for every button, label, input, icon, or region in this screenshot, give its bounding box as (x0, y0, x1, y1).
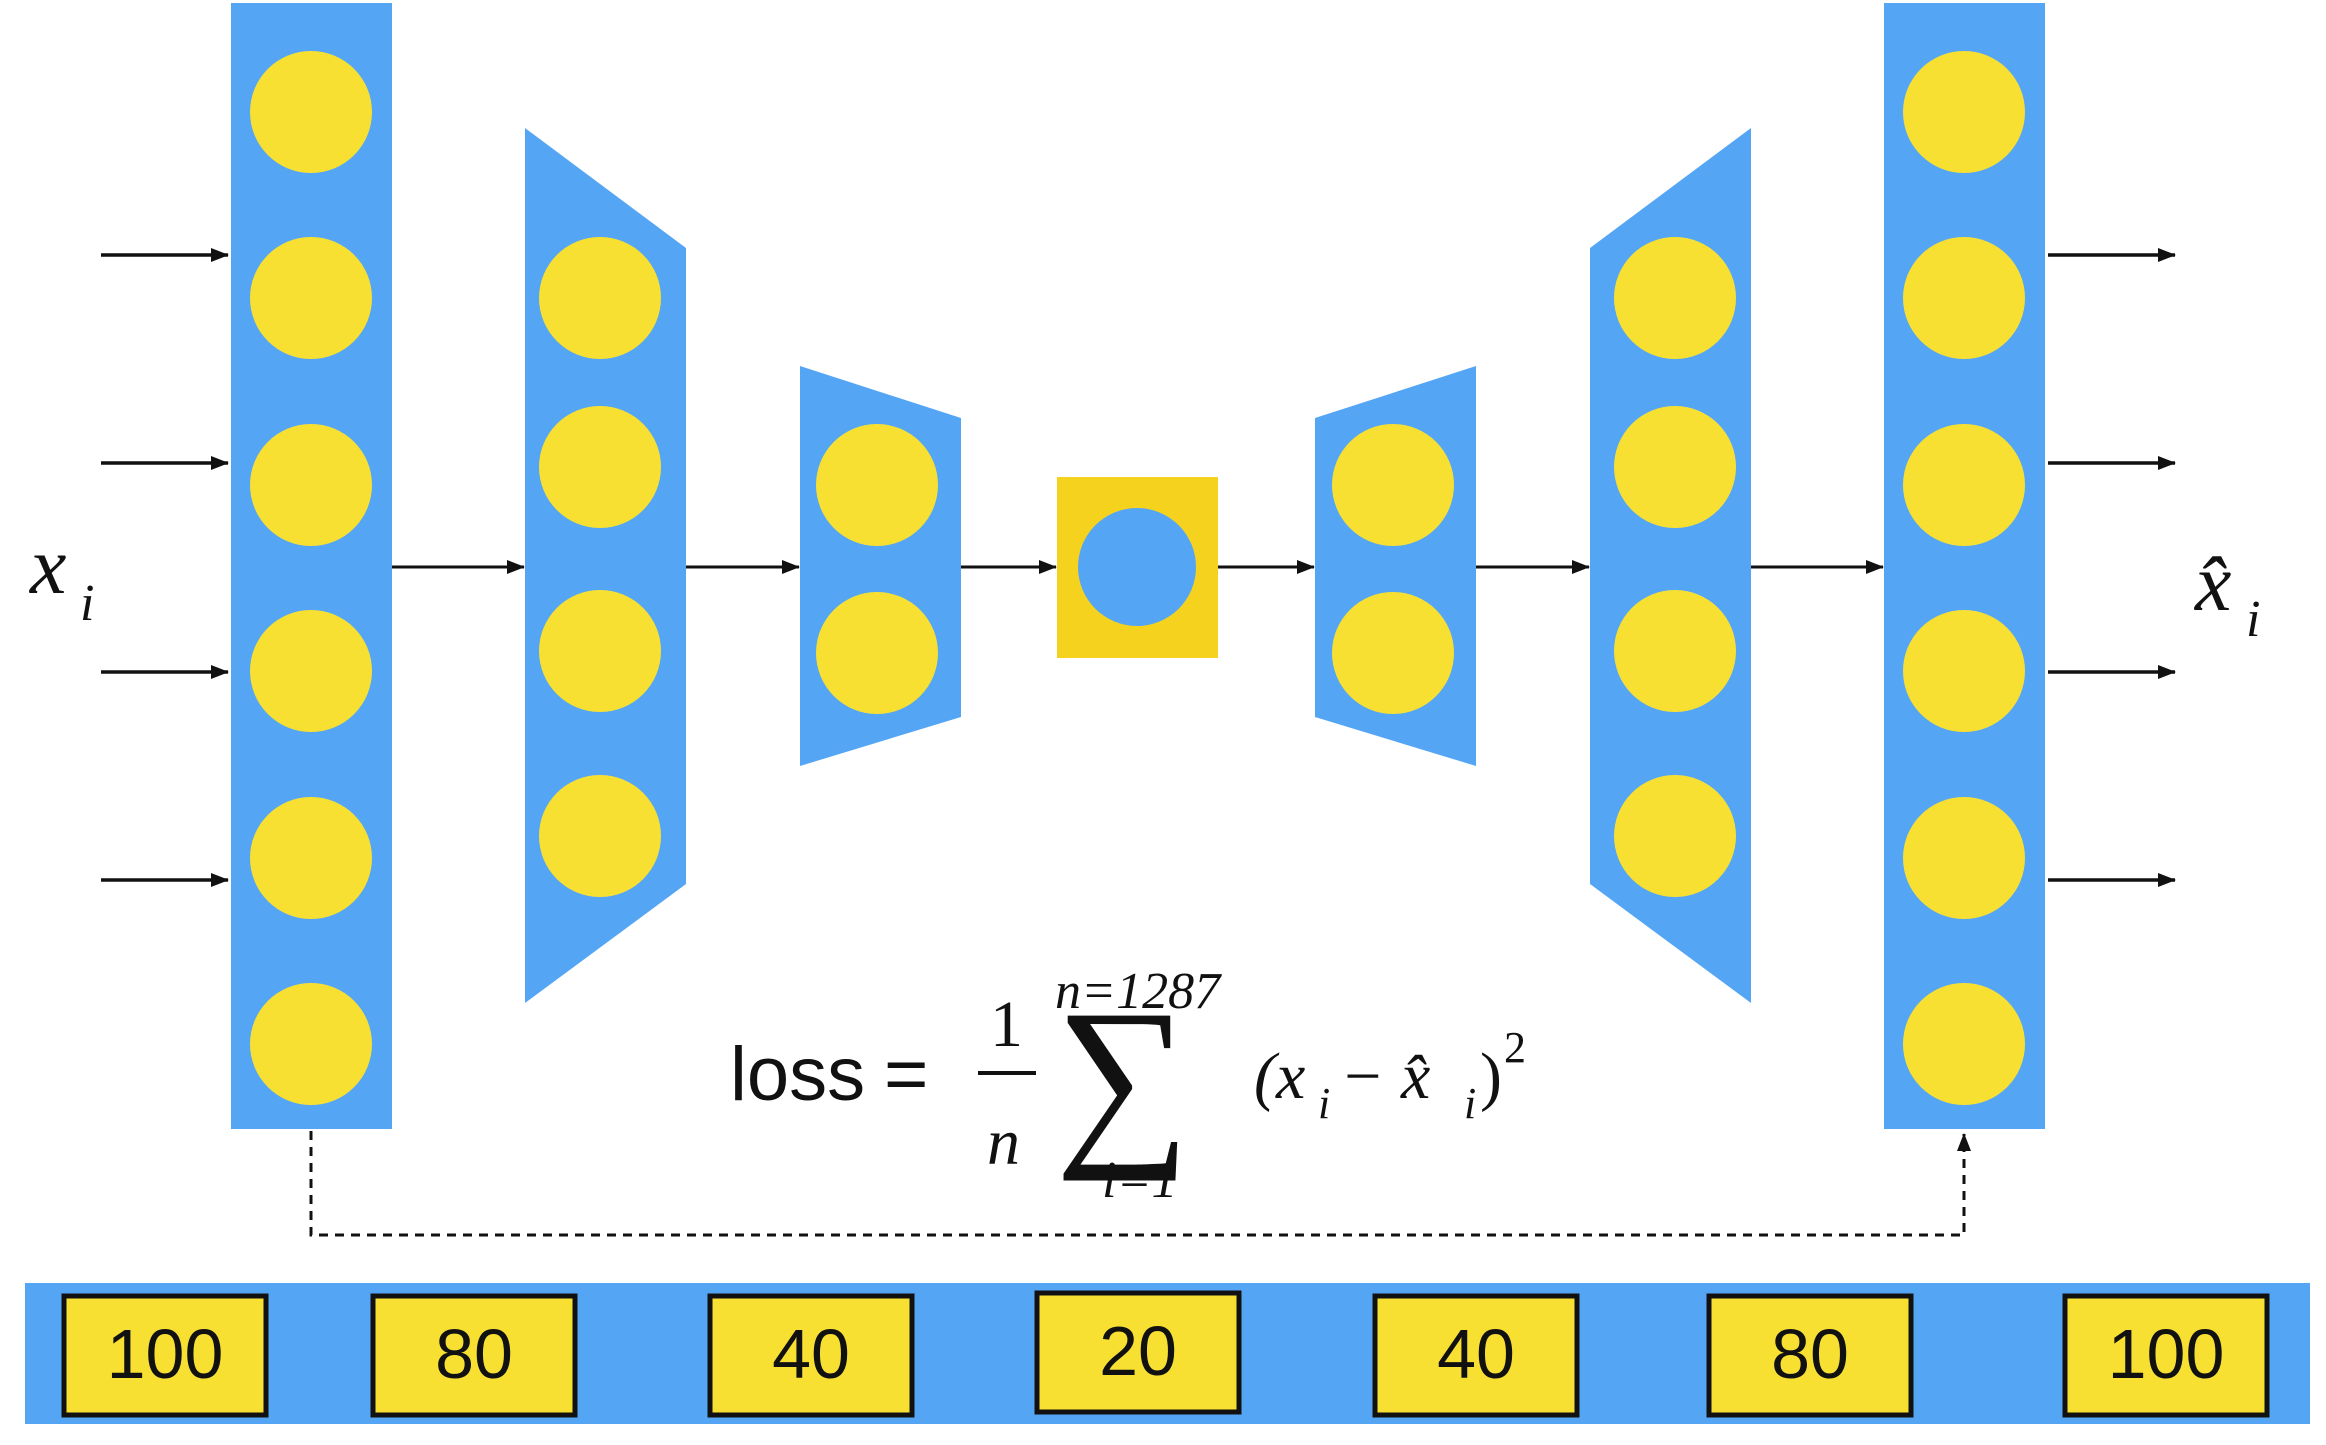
summand-sub1: i (1318, 1079, 1330, 1128)
latent-node (1078, 508, 1196, 626)
size-box (61, 1293, 269, 1418)
size-box-input: 100 (61, 1293, 269, 1418)
summand-open: (x (1254, 1040, 1305, 1113)
output-layer (1884, 3, 2045, 1129)
input-arrows (101, 248, 229, 887)
fraction-numerator: 1 (990, 988, 1023, 1061)
lower-limit: i=1 (1102, 1152, 1178, 1209)
decoder-layer-40 (1315, 366, 1476, 766)
output-label-sub: i (2246, 591, 2260, 648)
summand-exponent: 2 (1504, 1023, 1526, 1072)
input-node (250, 610, 372, 732)
loss-word: loss (730, 1032, 865, 1117)
size-value: 40 (1437, 1315, 1515, 1393)
output-node (1903, 51, 2025, 173)
size-value: 100 (107, 1315, 224, 1393)
summand-minus: − x̂ (1340, 1040, 1430, 1113)
size-box (1706, 1293, 1914, 1418)
loss-formula: loss = 1 n ∑ n=1287 i=1 (x i − x̂ i ) 2 (730, 963, 1526, 1209)
input-node (250, 237, 372, 359)
latent-layer (1057, 477, 1218, 658)
input-node (250, 51, 372, 173)
input-layer-bar (231, 3, 392, 1129)
output-node (1903, 424, 2025, 546)
size-box-decoder-2: 80 (1706, 1293, 1914, 1418)
encoder-node (816, 592, 938, 714)
decoder-node (1332, 424, 1454, 546)
encoder-node (816, 424, 938, 546)
size-box (1034, 1290, 1242, 1415)
encoder-layer-40 (800, 366, 961, 766)
input-label: x i (29, 520, 94, 632)
size-box (707, 1293, 915, 1418)
output-label-xhat: x̂ (2194, 537, 2231, 628)
decoder-node (1614, 775, 1736, 897)
upper-limit: n=1287 (1055, 963, 1222, 1020)
loss-equals: = (884, 1032, 928, 1117)
dashed-arrow (309, 1131, 1971, 1237)
size-box-encoder-1: 80 (370, 1293, 578, 1418)
size-box (370, 1293, 578, 1418)
size-box-latent: 20 (1034, 1290, 1242, 1415)
encoder-node (539, 590, 661, 712)
encoder-node (539, 237, 661, 359)
size-box-encoder-2: 40 (707, 1293, 915, 1418)
size-value: 40 (772, 1315, 850, 1393)
decoder-node (1614, 406, 1736, 528)
sigma: ∑ (1055, 972, 1190, 1182)
size-value: 80 (435, 1315, 513, 1393)
decoder-node (1614, 590, 1736, 712)
layer-size-strip: 100 80 40 20 40 80 100 (25, 1283, 2310, 1424)
input-layer (231, 3, 392, 1129)
encoder-node (539, 406, 661, 528)
output-node (1903, 237, 2025, 359)
input-label-x: x (29, 520, 66, 611)
decoder-layer-80 (1590, 128, 1751, 1003)
input-node (250, 797, 372, 919)
input-node (250, 424, 372, 546)
size-box (1372, 1293, 1580, 1418)
input-node (250, 983, 372, 1105)
output-node (1903, 610, 2025, 732)
decoder-node (1614, 237, 1736, 359)
output-label: x̂ i (2194, 537, 2260, 648)
output-node (1903, 983, 2025, 1105)
summand-close: ) (1480, 1040, 1502, 1113)
size-value: 80 (1771, 1315, 1849, 1393)
size-box-decoder-1: 40 (1372, 1293, 1580, 1418)
size-value: 20 (1099, 1312, 1177, 1390)
encoder-node (539, 775, 661, 897)
fraction-denominator: n (987, 1106, 1020, 1179)
encoder-layer-80 (525, 128, 686, 1003)
size-box (2062, 1293, 2270, 1418)
reconstruction-connector (309, 1131, 1971, 1237)
size-value: 100 (2108, 1315, 2225, 1393)
output-node (1903, 797, 2025, 919)
output-layer-bar (1884, 3, 2045, 1129)
size-box-output: 100 (2062, 1293, 2270, 1418)
input-label-sub: i (80, 575, 94, 632)
output-arrows (2048, 248, 2176, 887)
decoder-node (1332, 592, 1454, 714)
summand-sub2: i (1464, 1079, 1476, 1128)
